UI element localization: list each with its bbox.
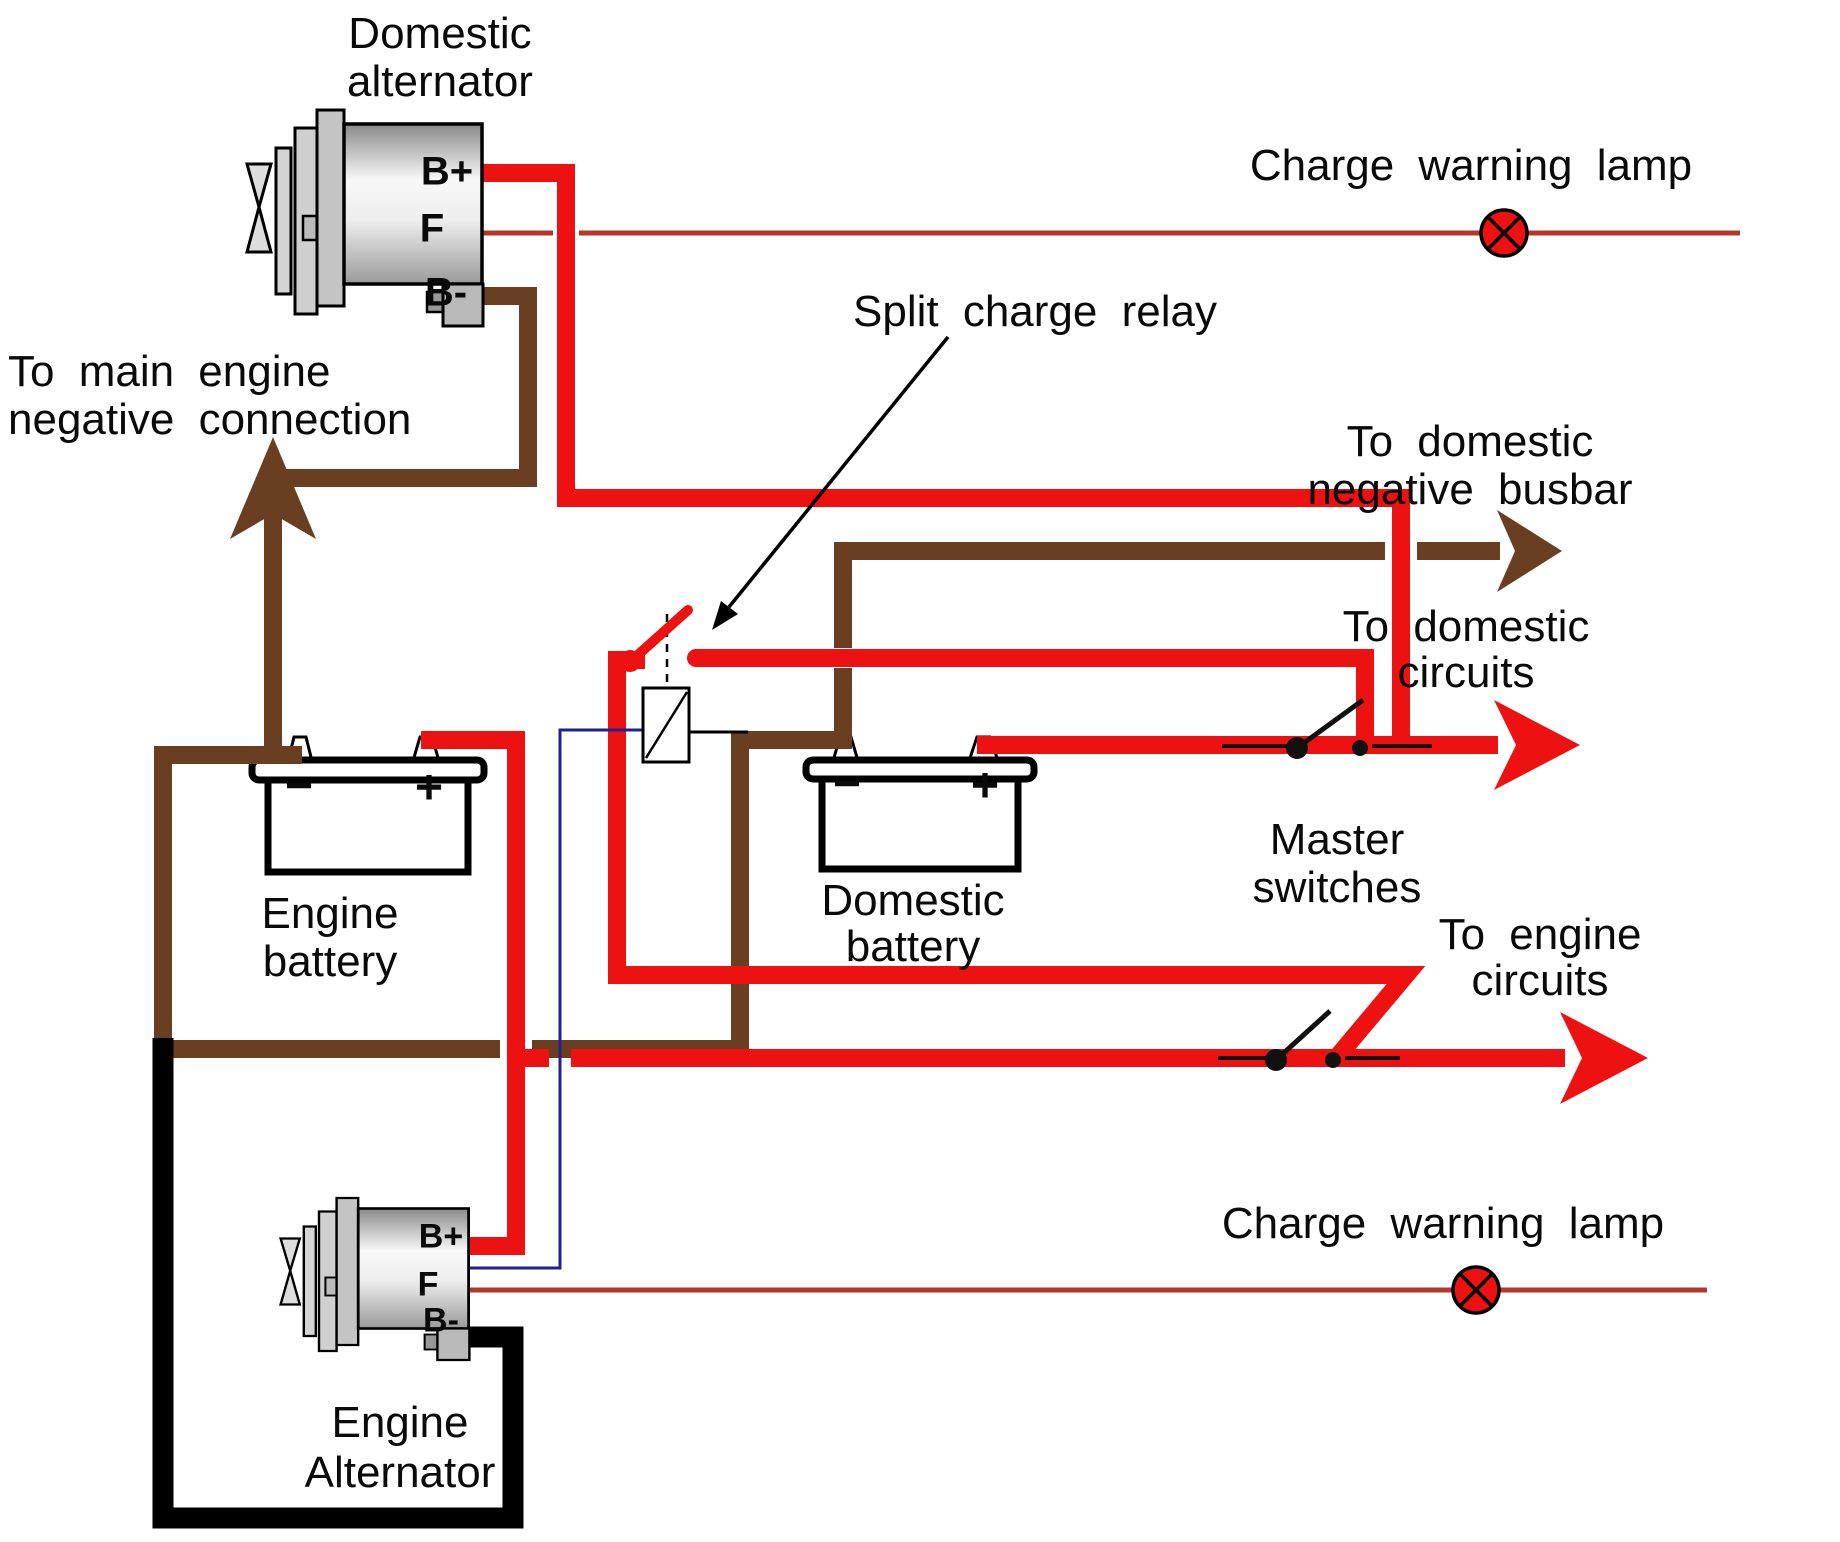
charge-warning-lamp-top-icon: [1479, 208, 1529, 258]
domestic-alt-terminal-bminus: B-: [424, 270, 468, 315]
master-switch-engine-blade: [1274, 1009, 1332, 1062]
charge-wires: [421, 164, 1565, 1255]
arrow-to-domestic-negative-busbar: [1497, 510, 1562, 592]
relay-callout-line: [727, 335, 950, 609]
master-switch-engine-contact: [1325, 1052, 1341, 1068]
relay-switch-blade: [625, 605, 693, 667]
engine-battery-plus-sign: +: [414, 761, 444, 815]
charge-warning-lamp-top-label: Charge warning lamp: [1249, 141, 1693, 190]
arrow-to-engine-circuits: [1560, 1012, 1648, 1104]
engine-alt-terminal-bminus: B-: [423, 1301, 459, 1340]
wire-engine-alt-bminus-earth: [152, 1038, 524, 1529]
wire-relay-coil-to-engine-alt: [468, 728, 643, 1270]
domestic-alt-terminal-bplus: B+: [420, 149, 474, 194]
charge-warning-lamp-bottom-icon: [1451, 1265, 1501, 1315]
split-charge-relay-label: Split charge relay: [853, 287, 1217, 336]
wire-relay-contact-to-domestic-circuits: [695, 649, 1374, 750]
main-engine-negative-label: To main engine negative connection: [8, 347, 412, 444]
domestic-circuits-label: To domestic circuits: [1342, 602, 1590, 697]
domestic-battery-label: Domestic battery: [821, 876, 1005, 971]
engine-battery: [248, 735, 488, 876]
master-switch-engine-pivot: [1265, 1049, 1287, 1071]
engine-battery-label: Engine battery: [261, 889, 399, 986]
wire-domestic-alt-bplus: [478, 164, 1410, 752]
engine-alt-terminal-f: F: [417, 1265, 439, 1304]
relay-callout-arrowhead: [712, 601, 738, 630]
master-switch-domestic-contact: [1352, 740, 1368, 756]
relay-coil-diagonal: [644, 691, 689, 759]
master-switch-domestic-blade: [1295, 697, 1365, 751]
engine-circuits-label: To engine circuits: [1438, 910, 1642, 1005]
domestic-negative-busbar-label: To domestic negative busbar: [1307, 417, 1633, 514]
engine-battery-minus-sign: −: [284, 759, 314, 813]
arrow-to-domestic-circuits: [1494, 700, 1580, 790]
relay-contact-dot: [687, 649, 705, 667]
master-switch-engine: [1218, 1009, 1400, 1071]
charge-warning-lamp-bottom-label: Charge warning lamp: [1221, 1199, 1665, 1248]
domestic-battery-body: [818, 775, 1022, 873]
engine-battery-body: [264, 776, 472, 876]
engine-alt-terminal-bplus: B+: [418, 1217, 464, 1256]
master-switch-domestic: [1222, 697, 1432, 759]
domestic-battery-minus-sign: −: [832, 757, 862, 811]
arrow-to-main-engine-negative: [230, 437, 316, 539]
relay-pivot-dot: [619, 650, 641, 672]
master-switch-domestic-pivot: [1286, 737, 1308, 759]
wire-engine-battery-positive-to-alt: [421, 731, 525, 1255]
domestic-alternator-label: Domestic alternator: [347, 9, 533, 106]
master-switches-label: Master switches: [1252, 815, 1422, 912]
lamp-circuit-lines: [470, 230, 1740, 1293]
engine-alternator-label: Engine Alternator: [304, 1398, 496, 1497]
split-charge-relay: [619, 605, 748, 764]
domestic-alt-terminal-f: F: [419, 206, 445, 251]
domestic-battery-plus-sign: +: [970, 759, 1000, 813]
